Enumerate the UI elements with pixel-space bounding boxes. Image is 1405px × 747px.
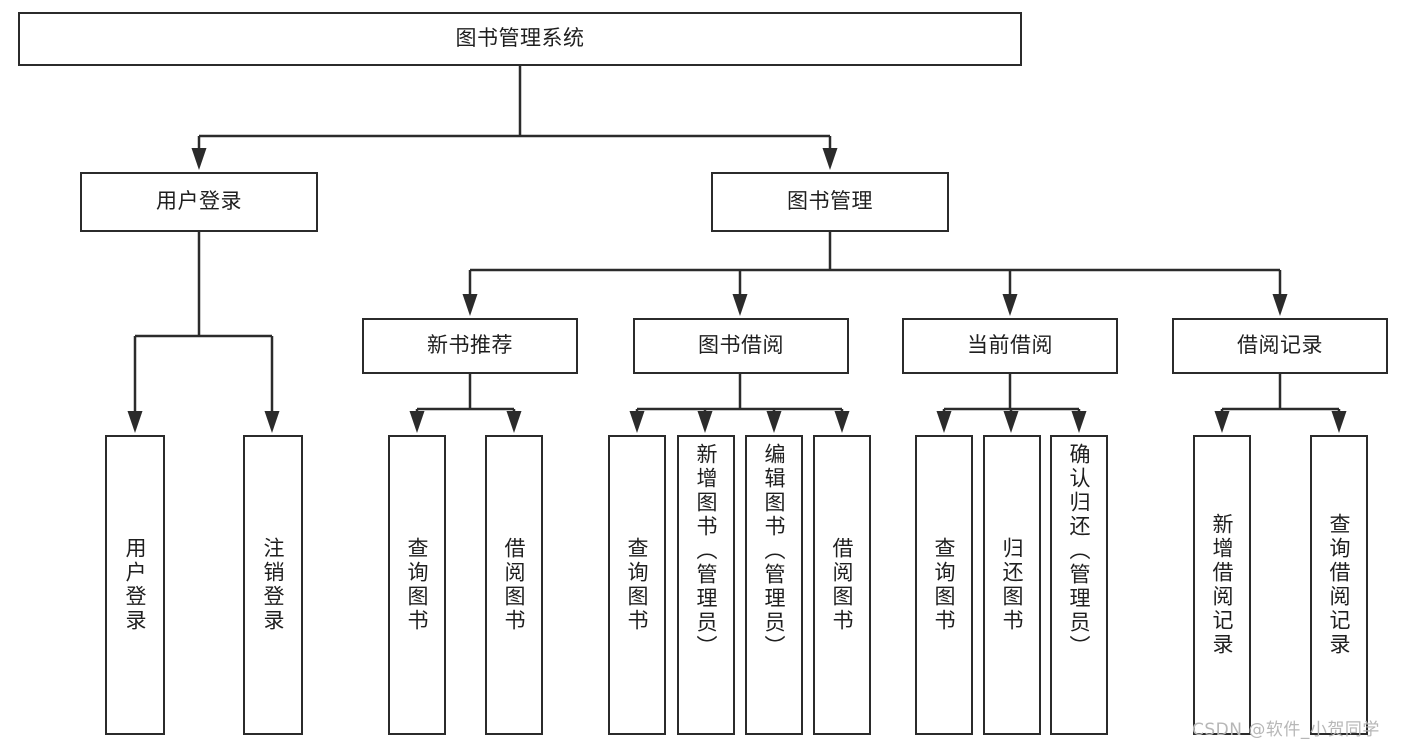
node-leaf-query-record[interactable]: 查询借阅记录 (1310, 435, 1368, 735)
node-book-borrow[interactable]: 图书借阅 (633, 318, 849, 374)
node-new-book-rec[interactable]: 新书推荐 (362, 318, 578, 374)
arrow-to-borrow-record-head (1272, 294, 1288, 316)
arrow-to-leaf-query-book-2-head (629, 411, 645, 433)
arrow-to-leaf-query-record-head (1331, 411, 1347, 433)
node-leaf-query-book-2[interactable]: 查询图书 (608, 435, 666, 735)
arrow-to-leaf-add-record-head (1214, 411, 1230, 433)
node-borrow-record[interactable]: 借阅记录 (1172, 318, 1388, 374)
arrow-to-book-borrow-head (732, 294, 748, 316)
arrow-to-leaf-return-book-head (1003, 411, 1019, 433)
arrow-to-leaf-confirm-return-head (1071, 411, 1087, 433)
arrow-to-new-book-rec-head (462, 294, 478, 316)
node-label-leaf-edit-book: 编辑图书（管理员） (762, 443, 787, 659)
node-label-leaf-query-book-2: 查询图书 (625, 537, 650, 633)
node-leaf-logout[interactable]: 注销登录 (243, 435, 303, 735)
node-leaf-query-book-1[interactable]: 查询图书 (388, 435, 446, 735)
node-label-leaf-query-book-1: 查询图书 (405, 537, 430, 633)
node-label-leaf-borrow-book-2: 借阅图书 (830, 537, 855, 633)
node-leaf-add-record[interactable]: 新增借阅记录 (1193, 435, 1251, 735)
arrow-to-leaf-borrow-book-2-head (834, 411, 850, 433)
node-book-manage[interactable]: 图书管理 (711, 172, 949, 232)
node-leaf-query-book-3[interactable]: 查询图书 (915, 435, 973, 735)
node-label-leaf-logout: 注销登录 (261, 537, 286, 633)
arrow-to-current-borrow-head (1002, 294, 1018, 316)
arrow-to-leaf-user-login-head (127, 411, 143, 433)
node-leaf-add-book[interactable]: 新增图书（管理员） (677, 435, 735, 735)
node-label-leaf-user-login: 用户登录 (123, 537, 148, 633)
arrow-to-leaf-query-book-3-head (936, 411, 952, 433)
node-label-new-book-rec: 新书推荐 (427, 333, 513, 358)
node-label-book-manage: 图书管理 (787, 189, 873, 214)
node-leaf-return-book[interactable]: 归还图书 (983, 435, 1041, 735)
node-label-current-borrow: 当前借阅 (967, 333, 1053, 358)
arrow-to-user-login-head (191, 148, 207, 170)
arrow-to-leaf-add-book-head (697, 411, 713, 433)
node-label-leaf-confirm-return: 确认归还（管理员） (1067, 443, 1092, 659)
node-leaf-borrow-book-1[interactable]: 借阅图书 (485, 435, 543, 735)
node-label-leaf-return-book: 归还图书 (1000, 537, 1025, 633)
node-label-leaf-query-book-3: 查询图书 (932, 537, 957, 633)
node-label-leaf-query-record: 查询借阅记录 (1327, 513, 1352, 657)
node-leaf-confirm-return[interactable]: 确认归还（管理员） (1050, 435, 1108, 735)
arrow-to-book-manage-head (822, 148, 838, 170)
node-label-user-login: 用户登录 (156, 189, 242, 214)
node-current-borrow[interactable]: 当前借阅 (902, 318, 1118, 374)
arrow-to-leaf-logout-head (264, 411, 280, 433)
node-label-leaf-add-record: 新增借阅记录 (1210, 513, 1235, 657)
node-label-leaf-add-book: 新增图书（管理员） (694, 443, 719, 659)
arrow-to-leaf-borrow-book-1-head (506, 411, 522, 433)
node-leaf-borrow-book-2[interactable]: 借阅图书 (813, 435, 871, 735)
node-label-book-borrow: 图书借阅 (698, 333, 784, 358)
arrow-to-leaf-query-book-1-head (409, 411, 425, 433)
arrow-to-leaf-edit-book-head (766, 411, 782, 433)
node-leaf-user-login[interactable]: 用户登录 (105, 435, 165, 735)
node-label-root: 图书管理系统 (455, 26, 585, 51)
node-label-leaf-borrow-book-1: 借阅图书 (502, 537, 527, 633)
node-label-borrow-record: 借阅记录 (1237, 333, 1323, 358)
node-leaf-edit-book[interactable]: 编辑图书（管理员） (745, 435, 803, 735)
node-user-login[interactable]: 用户登录 (80, 172, 318, 232)
node-root[interactable]: 图书管理系统 (18, 12, 1022, 66)
